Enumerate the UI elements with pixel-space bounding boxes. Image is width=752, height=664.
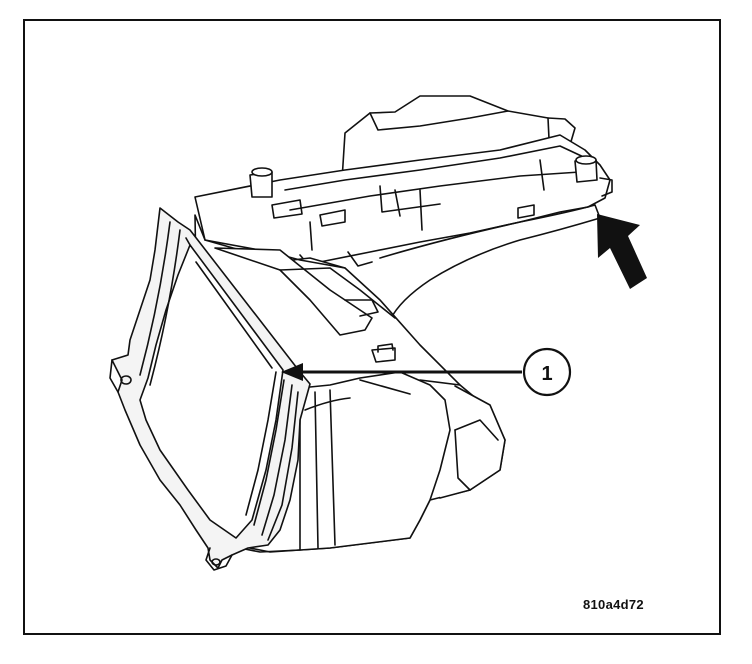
leader-arrow-icon [281, 363, 522, 381]
figure-border [23, 19, 721, 635]
housing-face-frame [109, 207, 311, 571]
callout-1: 1 [522, 347, 572, 397]
reference-code: 810a4d72 [583, 597, 644, 612]
callout-1-label: 1 [541, 363, 552, 385]
direction-arrow-icon [597, 214, 647, 289]
